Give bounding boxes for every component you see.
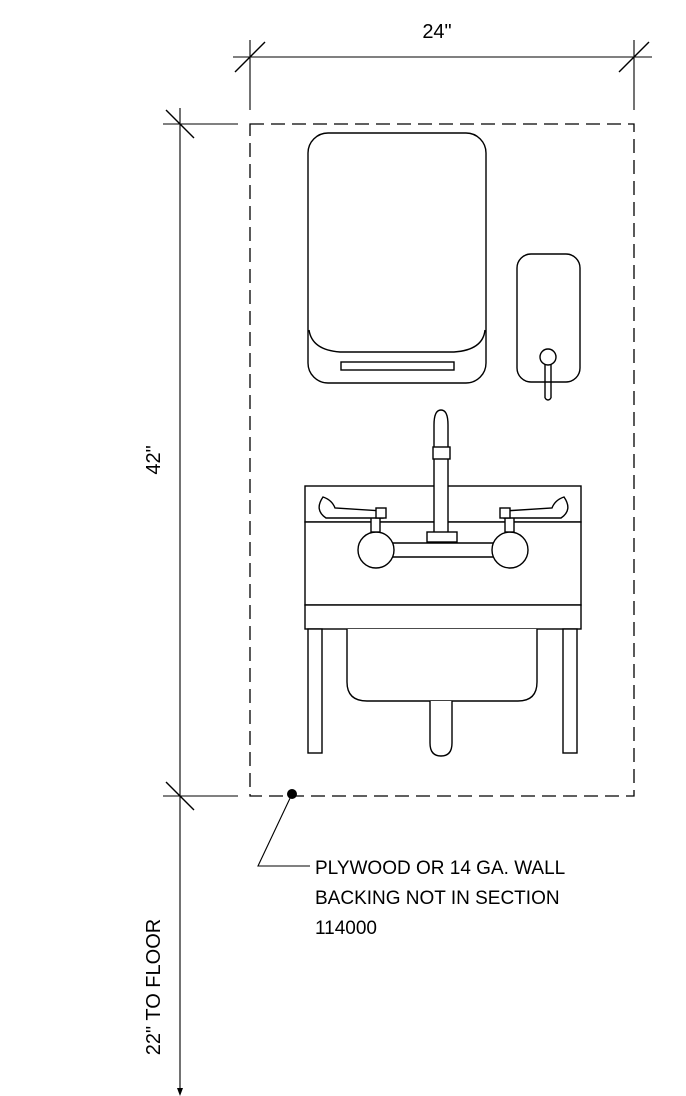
callout-line-3: 114000 bbox=[315, 918, 377, 939]
width-dimension-label: 24" bbox=[422, 21, 451, 43]
backing-callout-note: PLYWOOD OR 14 GA. WALL BACKING NOT IN SE… bbox=[315, 858, 570, 939]
width-dimension: 24" bbox=[233, 21, 652, 110]
floor-dimension: 22" TO FLOOR bbox=[143, 812, 183, 1096]
wall-backing-outline bbox=[249, 123, 635, 797]
callout-line-2: BACKING NOT IN SECTION bbox=[315, 888, 560, 909]
backing-callout-leader bbox=[257, 789, 310, 867]
soap-dispenser bbox=[516, 253, 581, 401]
height-dimension-label: 42" bbox=[143, 445, 165, 474]
sink-faucet bbox=[318, 409, 569, 569]
height-dimension: 42" bbox=[143, 108, 238, 812]
callout-line-1: PLYWOOD OR 14 GA. WALL bbox=[315, 858, 565, 879]
floor-dimension-label: 22" TO FLOOR bbox=[143, 919, 165, 1055]
paper-towel-dispenser bbox=[307, 132, 487, 384]
